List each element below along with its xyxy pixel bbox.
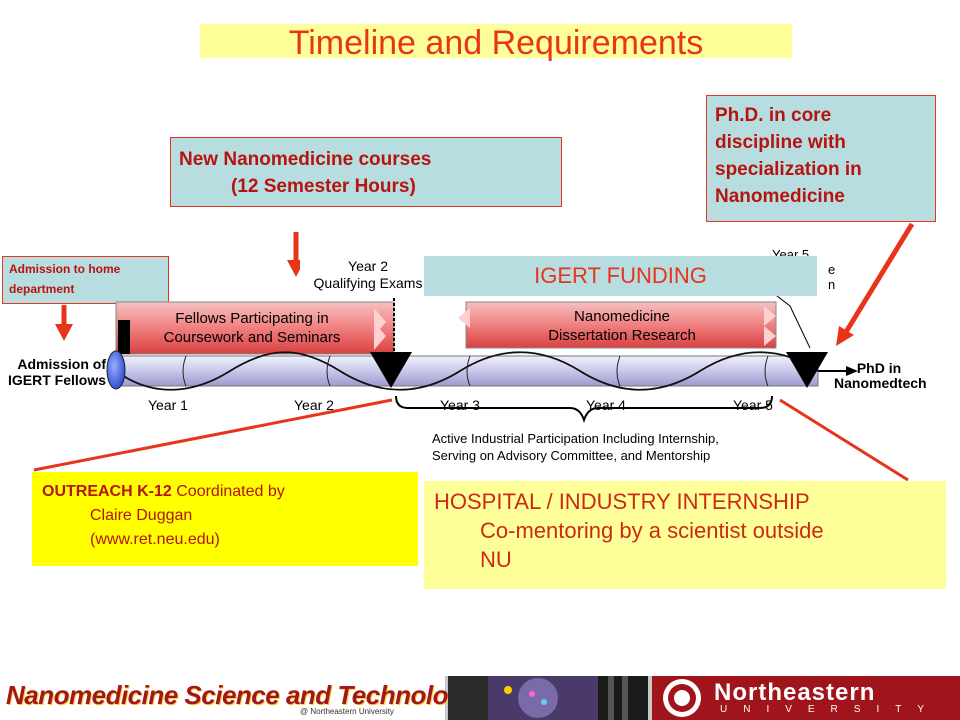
research-line-2: Dissertation Research bbox=[548, 327, 696, 344]
outreach-line-2: Claire Duggan bbox=[90, 507, 193, 524]
title-highlight bbox=[200, 24, 792, 58]
year5-pointer-line bbox=[771, 291, 811, 349]
phd-line-3: specialization in bbox=[715, 159, 862, 180]
research-line-1: Nanomedicine bbox=[574, 308, 670, 325]
outreach-title: OUTREACH K-12 bbox=[42, 483, 172, 500]
outreach-line-3: (www.ret.neu.edu) bbox=[90, 531, 220, 548]
participation-line-1: Active Industrial Participation Includin… bbox=[432, 431, 719, 446]
northeastern-wordmark: Northeastern bbox=[714, 679, 876, 706]
participation-line-2: Serving on Advisory Committee, and Mento… bbox=[432, 448, 711, 463]
phd-milestone-triangle bbox=[786, 352, 828, 388]
courses-callout: New Nanomedicine courses (12 Semester Ho… bbox=[170, 137, 562, 207]
phd-line-2: discipline with bbox=[715, 132, 846, 153]
admission-line-1: Admission to home bbox=[9, 262, 121, 276]
outreach-callout: OUTREACH K-12 Coordinated by Claire Dugg… bbox=[32, 472, 418, 566]
outreach-line-1: OUTREACH K-12 Coordinated by bbox=[42, 480, 418, 504]
internship-line-1: HOSPITAL / INDUSTRY INTERNSHIP bbox=[434, 489, 810, 514]
year-label-2: Year 2 bbox=[294, 397, 334, 413]
igert-logo: Nanomedicine Science and Technology bbox=[6, 680, 478, 710]
university-seal-icon bbox=[663, 679, 701, 717]
internship-connector-line bbox=[779, 398, 909, 482]
nano-imagery bbox=[448, 676, 648, 720]
internship-callout: HOSPITAL / INDUSTRY INTERNSHIP Co-mentor… bbox=[424, 481, 946, 589]
phd-line-4: Nanomedicine bbox=[715, 186, 845, 207]
phd-diagonal-arrow bbox=[836, 222, 915, 346]
year-label-4: Year 4 bbox=[586, 397, 626, 413]
phd-line-1: Ph.D. in core bbox=[715, 105, 832, 126]
research-bar-label: Nanomedicine Dissertation Research bbox=[480, 307, 764, 345]
participation-label: Active Industrial Participation Includin… bbox=[432, 430, 719, 464]
year-label-1: Year 1 bbox=[148, 397, 188, 413]
start-label-line-1: Admission of bbox=[17, 356, 106, 372]
end-label-line-2: Nanomedtech bbox=[834, 375, 927, 391]
admission-line-2: department bbox=[9, 282, 75, 296]
end-arrow bbox=[818, 366, 858, 376]
footer-left-panel bbox=[0, 676, 445, 720]
end-label-line-1: PhD in bbox=[856, 360, 902, 376]
admission-callout: Admission to home department bbox=[2, 256, 169, 304]
start-oval bbox=[106, 350, 126, 390]
outreach-coordinated: Coordinated by bbox=[171, 483, 285, 500]
courses-line2: (12 Semester Hours) bbox=[231, 176, 416, 197]
phd-callout: Ph.D. in core discipline with specializa… bbox=[706, 95, 936, 222]
start-label: Admission of IGERT Fellows bbox=[0, 356, 106, 388]
year2-exam-label: Year 2 Qualifying Exams bbox=[300, 258, 436, 292]
coursework-bar-label: Fellows Participating in Coursework and … bbox=[130, 309, 374, 347]
coursework-line-1: Fellows Participating in bbox=[175, 310, 329, 327]
year5-partial-line-3: n bbox=[828, 277, 836, 292]
year2-exam-line-1: Year 2 bbox=[348, 258, 388, 274]
internship-line-3: NU bbox=[480, 547, 512, 572]
coursework-bar bbox=[115, 301, 395, 355]
outreach-connector-line bbox=[33, 398, 393, 472]
end-label: PhD in Nanomedtech bbox=[834, 360, 927, 391]
timeline-wave bbox=[115, 351, 819, 391]
research-bar bbox=[458, 301, 777, 349]
year-label-3: Year 3 bbox=[440, 397, 480, 413]
courses-line1: New Nanomedicine courses bbox=[179, 149, 432, 170]
igert-logo-subtext: @ Northeastern University bbox=[300, 707, 394, 716]
participation-brace bbox=[395, 395, 773, 424]
northeastern-university-text: UNIVERSITY bbox=[720, 704, 941, 715]
year2-milestone-triangle bbox=[370, 352, 412, 388]
start-label-line-2: IGERT Fellows bbox=[7, 372, 106, 388]
year-ticks bbox=[182, 355, 769, 387]
northeastern-logo bbox=[652, 676, 960, 720]
year-label-5: Year 5 bbox=[733, 397, 773, 413]
admission-down-arrow bbox=[55, 305, 73, 341]
coursework-line-2: Coursework and Seminars bbox=[163, 329, 341, 346]
igert-funding-box: IGERT FUNDING bbox=[424, 256, 817, 296]
year2-exam-line-2: Qualifying Exams bbox=[313, 275, 423, 291]
page-title: Timeline and Requirements bbox=[288, 24, 704, 62]
year5-partial-line-2: e bbox=[828, 262, 836, 277]
internship-line-2: Co-mentoring by a scientist outside bbox=[480, 518, 824, 543]
timeline-diagram bbox=[33, 222, 915, 482]
